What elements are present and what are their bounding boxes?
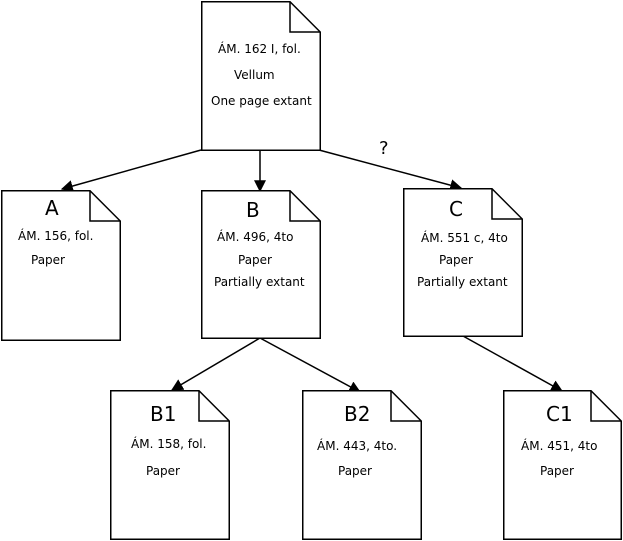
document-a: A ÁM. 156, fol. Paper [1,190,121,341]
document-b-line-1: ÁM. 496, 4to [217,230,294,244]
document-shape [201,1,321,151]
document-c1-line-1: ÁM. 451, 4to [521,439,598,453]
document-b1-line-2: Paper [146,464,180,478]
document-root-line-2: Vellum [234,68,275,82]
document-shape [302,390,422,540]
document-b-title: B [246,198,260,222]
document-c-line-3: Partially extant [417,275,508,289]
edge-b-b1 [170,337,261,391]
document-b2-title: B2 [344,402,371,426]
document-shape [403,188,523,337]
document-b2-line-1: ÁM. 443, 4to. [317,439,398,453]
document-shape [503,390,622,540]
document-c1-line-2: Paper [540,464,574,478]
document-b1: B1 ÁM. 158, fol. Paper [110,390,230,540]
document-b: B ÁM. 496, 4to Paper Partially extant [201,190,321,339]
edge-root-c [318,149,463,192]
document-a-line-1: ÁM. 156, fol. [18,229,94,243]
document-c1-title: C1 [546,402,573,426]
document-shape [110,390,230,540]
document-c-line-2: Paper [439,253,473,267]
document-c-title: C [449,197,463,221]
edge-root-a [60,149,202,192]
document-b-line-3: Partially extant [214,275,305,289]
document-a-line-2: Paper [31,253,65,267]
document-shape [1,190,121,341]
document-b1-title: B1 [150,402,177,426]
document-root-line-3: One page extant [211,94,312,108]
document-b-line-2: Paper [238,253,272,267]
document-c: C ÁM. 551 c, 4to Paper Partially extant [403,188,523,337]
edge-b-b2 [259,337,362,393]
edge-c-c1 [462,335,564,392]
document-b2: B2 ÁM. 443, 4to. Paper [302,390,422,540]
document-c1: C1 ÁM. 451, 4to Paper [503,390,622,540]
document-root-line-1: ÁM. 162 I, fol. [218,42,301,56]
uncertain-marker: ? [379,138,389,159]
document-b2-line-2: Paper [338,464,372,478]
document-b1-line-1: ÁM. 158, fol. [131,437,207,451]
document-c-line-1: ÁM. 551 c, 4to [421,231,508,245]
document-a-title: A [45,196,59,220]
document-shape [201,190,321,339]
document-root: ÁM. 162 I, fol. Vellum One page extant [201,1,321,151]
